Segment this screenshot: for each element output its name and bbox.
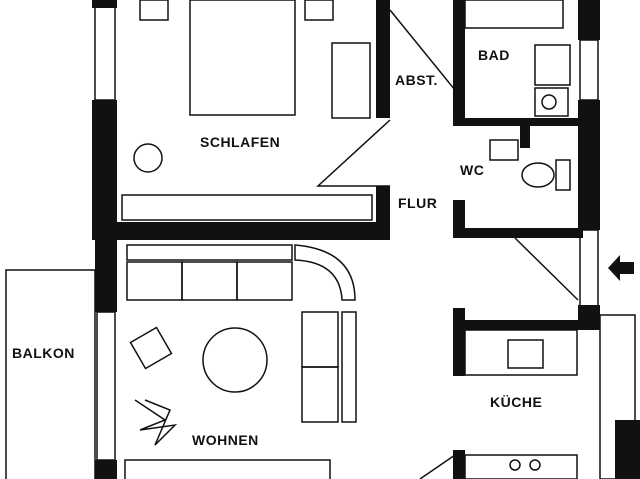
label-kueche: KÜCHE	[490, 394, 542, 410]
label-flur: FLUR	[398, 195, 437, 211]
label-bad: BAD	[478, 47, 510, 63]
room-labels: SCHLAFEN ABST. BAD WC FLUR BALKON WOHNEN…	[12, 47, 542, 448]
walls	[5, 0, 640, 479]
furniture	[124, 0, 578, 479]
entrance-arrow-icon	[608, 255, 634, 281]
label-abstellraum: ABST.	[395, 72, 438, 88]
label-wohnen: WOHNEN	[192, 432, 259, 448]
label-schlafen: SCHLAFEN	[200, 134, 280, 150]
label-wc: WC	[460, 162, 484, 178]
label-balkon: BALKON	[12, 345, 75, 361]
